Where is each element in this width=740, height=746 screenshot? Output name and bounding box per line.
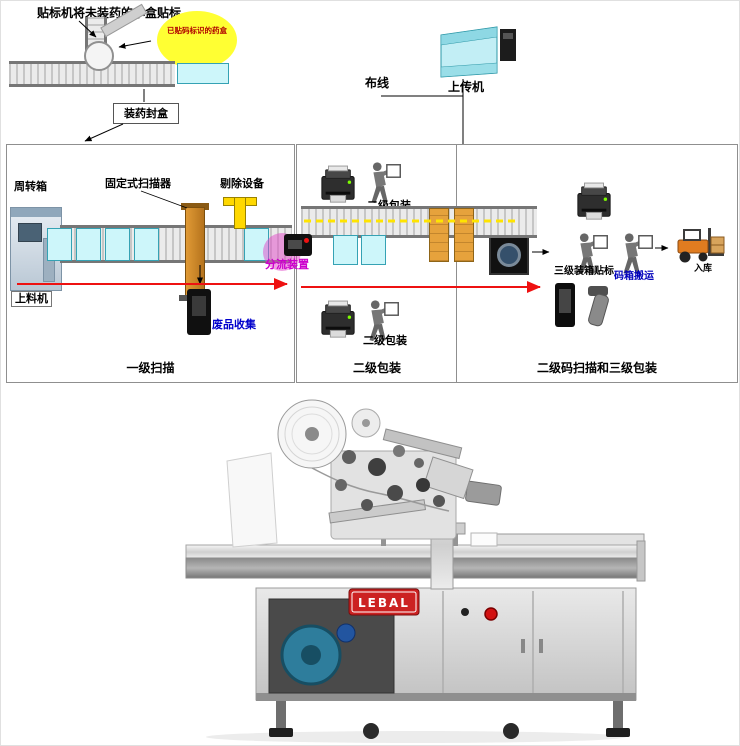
inbound-label: 入库 <box>694 264 713 274</box>
divert-device-label: 分流装置 <box>265 258 309 271</box>
panel2-caption: 二级包装 <box>352 361 401 375</box>
labeling-machine-photo: LEBAL <box>185 399 646 743</box>
case-box <box>454 208 474 262</box>
turnover-box-label: 周转箱 <box>14 180 47 193</box>
door-handle <box>539 639 543 653</box>
waste-collector-device <box>187 289 211 335</box>
camera-lens <box>497 243 521 267</box>
divert-scanner-led <box>304 238 309 243</box>
case-box <box>429 208 449 262</box>
reject-device-pusher <box>234 197 246 229</box>
carry-label: 码箱搬运 <box>614 271 654 282</box>
machine-feet <box>269 700 630 739</box>
blue-motor <box>280 623 356 686</box>
label-printer-icon <box>575 182 613 224</box>
station-monitor-device <box>555 283 575 327</box>
fixed-scanner-label: 固定式扫描器 <box>105 177 171 190</box>
guide-rollers <box>335 445 445 511</box>
floor-shadow <box>206 731 626 743</box>
feeder-label: 上料机 <box>11 291 52 308</box>
reject-device-label: 剔除设备 <box>220 177 264 190</box>
forklift-icon <box>672 224 726 266</box>
product-box <box>177 63 229 84</box>
bed-end-plate <box>636 540 646 582</box>
applicator <box>423 456 474 500</box>
panel-level3-pack: 三级装箱贴标 码箱搬运 入库 二级码扫描和三级包装 <box>456 144 738 383</box>
product-box <box>76 228 101 261</box>
feeder-window <box>18 223 42 242</box>
product-box <box>361 235 386 265</box>
fixed-scanner-device <box>185 207 205 297</box>
pack-bottom-label: 二级包装 <box>363 334 407 347</box>
uploader-device-image <box>440 26 516 78</box>
head-motor <box>465 480 502 506</box>
case-label-label: 三级装箱贴标 <box>554 266 614 277</box>
feeder-top-band <box>11 208 61 217</box>
uploader-label: 上传机 <box>448 80 485 94</box>
scanner-grip <box>586 292 611 328</box>
emergency-stop-button <box>484 607 498 621</box>
divert-scanner-device <box>284 234 312 256</box>
power-knob <box>461 608 469 616</box>
carton-on-belt <box>470 532 498 547</box>
monitor-screen <box>559 289 571 313</box>
waste-collector-screen <box>192 296 206 316</box>
fill-seal-label: 装药封盒 <box>113 103 179 124</box>
panel-level1-scan: 周转箱 上料机 固定式扫描器 剔除设备 分流装置 废品收集 一级扫描 <box>6 144 309 383</box>
code-camera-device <box>489 235 529 275</box>
panel3-caption: 二级码扫描和三级包装 <box>536 361 657 375</box>
conveyor-bed <box>185 522 646 582</box>
label-roll <box>277 399 347 469</box>
product-box <box>134 228 159 261</box>
pack-conveyor <box>301 206 537 238</box>
labeled-box-bubble: 已贴码标识的药盒 <box>157 11 237 69</box>
mini-rotary-table <box>84 41 114 71</box>
product-box <box>333 235 358 265</box>
lebal-logo: LEBAL <box>348 588 420 616</box>
top-note: 贴标机将未装药的小盒贴标 <box>37 6 182 20</box>
product-box <box>47 228 72 261</box>
panel1-caption: 一级扫描 <box>126 361 175 375</box>
lebal-logo-text: LEBAL <box>358 596 410 610</box>
bubble-text: 已贴码标识的药盒 <box>167 26 227 35</box>
guard-plate <box>226 452 278 548</box>
label-printer-icon <box>319 165 357 207</box>
door-handle <box>521 639 525 653</box>
handheld-scanner-device <box>586 286 611 328</box>
product-box <box>105 228 130 261</box>
wiring-label: 布线 <box>365 76 390 90</box>
scanner-tower-cap <box>181 203 209 210</box>
waste-collect-label: 废品收集 <box>212 318 256 331</box>
label-printer-icon <box>319 300 357 342</box>
infeed-rail <box>480 533 645 547</box>
scanner-head <box>588 286 608 296</box>
label-web <box>311 467 450 512</box>
labeling-head <box>277 399 502 590</box>
divert-scanner-window <box>288 240 302 249</box>
carry-worker-icon <box>615 230 655 276</box>
